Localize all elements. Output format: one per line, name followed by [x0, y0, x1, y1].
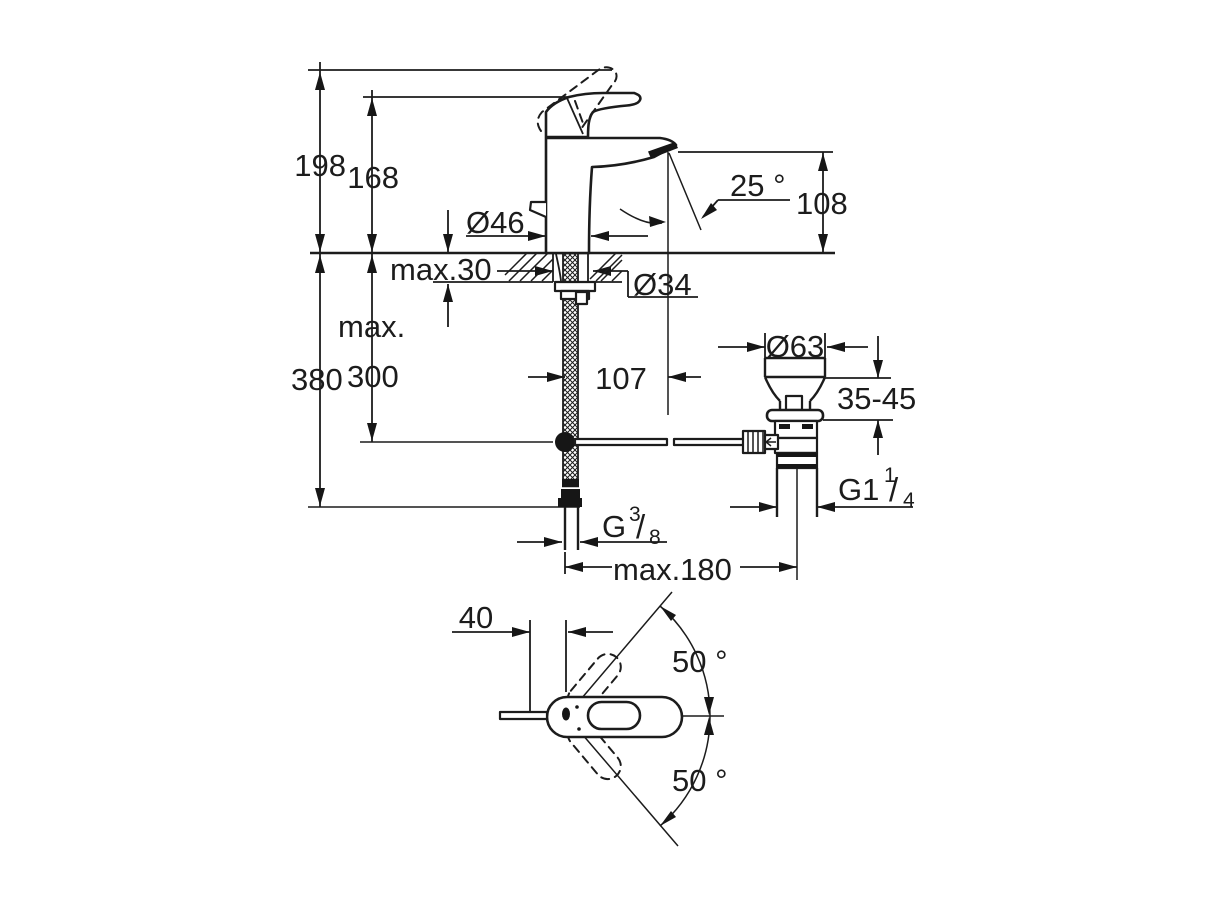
top-view-labels: 40 50 ° 50 °: [459, 600, 728, 798]
faucet-plan-view: [498, 652, 684, 781]
dim-label-body-diameter: Ø46: [466, 205, 525, 240]
dim-label-handle-offset: 40: [459, 600, 493, 635]
dim-label-hose-max-value: 300: [347, 359, 399, 394]
front-view: 198 168 Ø46 25 ° 108 max.30 Ø34 max. 300…: [291, 62, 916, 587]
dim-label-deck-thickness: max.30: [390, 252, 492, 287]
ball-joint: [555, 432, 575, 452]
supply-pipe: [563, 507, 580, 550]
front-view-labels: 198 168 Ø46 25 ° 108 max.30 Ø34 max. 300…: [291, 148, 916, 587]
drain-plug-cap: [784, 394, 804, 412]
dim-label-hose-max-word: max.: [338, 309, 405, 344]
drain-flange: [765, 408, 825, 423]
drain-thread-denominator: 4: [903, 489, 915, 512]
top-view: 40 50 ° 50 °: [452, 591, 728, 847]
dim-label-spout-reach: 107: [595, 361, 647, 396]
drain-thread-slash: /: [889, 471, 899, 508]
supply-hose: [553, 254, 597, 550]
spout-slot: [586, 700, 642, 731]
pop-up-knob: [528, 200, 547, 219]
dim-label-supply-thread: G 3 / 8: [602, 503, 661, 549]
deck-hatching: [504, 252, 623, 282]
pop-up-knob-plan: [498, 710, 549, 721]
supply-thread-denominator: 8: [649, 526, 661, 549]
dim-label-swing-up: 50 °: [672, 644, 728, 679]
drain-tailpipe: [775, 468, 819, 517]
drain-slot-left: [779, 424, 790, 429]
shank-fitting: [574, 290, 589, 306]
hose-connector-upper: [562, 479, 579, 488]
supply-thread-slash: /: [636, 508, 646, 545]
drain-thread-numerator: 1: [884, 464, 896, 487]
drain-slot-right: [802, 424, 813, 429]
faucet-body-outline: [544, 136, 678, 255]
hose-connector-lower: [561, 489, 580, 498]
plan-dot-top: [575, 705, 579, 709]
drain-lock-nut-band-bottom: [777, 464, 817, 468]
dim-label-hose-to-drain-max: max.180: [613, 552, 732, 587]
faucet: [528, 66, 678, 255]
rod-coupling-arrow: [764, 437, 776, 447]
reference-lines: [308, 152, 798, 580]
rod-coupling-knurl: [747, 432, 764, 452]
drain-body-lower: [773, 436, 819, 455]
pop-up-rod-linkage: [555, 432, 747, 452]
hose-end-nut: [558, 498, 582, 507]
plan-dot-bottom: [577, 727, 581, 731]
dim-label-168: 168: [347, 160, 399, 195]
lift-rod-hole: [562, 707, 570, 721]
lever-raised-ghost: [536, 66, 618, 132]
dim-label-drain-flange-diameter: Ø63: [766, 329, 825, 364]
shank-walls: [552, 253, 589, 282]
rod-coupling-nut: [741, 429, 767, 455]
dim-label-below-deck-depth: 380: [291, 362, 343, 397]
drain-body-upper: [773, 419, 819, 440]
top-view-dimension-lines: [452, 620, 613, 713]
drain-thread-base: G1: [838, 472, 879, 507]
dim-label-drain-thread: G1 1 / 4: [838, 464, 915, 512]
drain-assembly: [741, 356, 827, 517]
aerator-tip: [648, 142, 678, 159]
hose-braiding: [563, 254, 578, 480]
dim-label-198: 198: [294, 148, 346, 183]
dim-label-spout-angle: 25 °: [730, 168, 786, 203]
dim-label-shank-diameter: Ø34: [633, 267, 692, 302]
supply-thread-base: G: [602, 509, 626, 544]
drain-lock-nut-band-top: [777, 453, 817, 457]
dim-label-swing-down: 50 °: [672, 763, 728, 798]
shank-nut: [553, 280, 597, 293]
dim-label-spout-height: 108: [796, 186, 848, 221]
lever-crease: [566, 97, 584, 135]
dim-label-mounting-depth-range: 35-45: [837, 381, 916, 416]
horizontal-rod-left: [573, 437, 669, 447]
horizontal-rod-right: [672, 437, 747, 447]
drain-top: [763, 356, 827, 410]
supply-thread-numerator: 3: [629, 503, 641, 526]
